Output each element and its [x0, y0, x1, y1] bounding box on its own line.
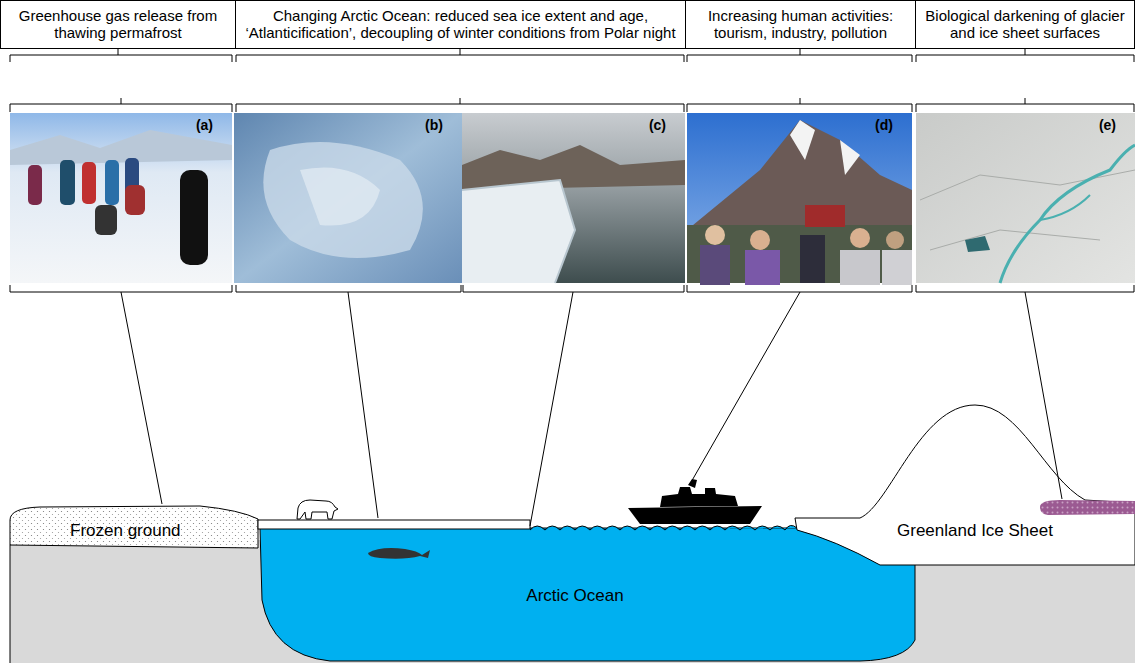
header-text: Biological darkening of glacier and ice … [922, 8, 1128, 41]
ground-part [10, 506, 258, 663]
region-label: Arctic Ocean [526, 586, 623, 606]
brackets-part [916, 48, 1134, 62]
photo-e [916, 113, 1135, 283]
photo-e-part [920, 170, 1135, 250]
photo-b-part [300, 168, 380, 226]
leader-lines-part [530, 292, 573, 526]
photo-b-part [234, 113, 462, 283]
photo-c-part [462, 145, 685, 190]
ocean [258, 520, 915, 661]
panel-letter: (d) [875, 117, 893, 133]
panel-letter: (b) [425, 117, 443, 133]
photo-a-part-part [28, 165, 42, 205]
panel-letter: (e) [1099, 117, 1116, 133]
photo-e-part [916, 113, 1135, 283]
brackets-part [687, 48, 912, 62]
ground [10, 506, 1135, 663]
region-label: Greenland Ice Sheet [897, 521, 1053, 541]
brackets-part [687, 285, 912, 292]
photo-a-part-part [105, 160, 119, 205]
brackets-part [10, 98, 232, 112]
ship [628, 479, 762, 524]
photo-a-part [28, 158, 208, 265]
leader-lines-part [1025, 292, 1062, 499]
photo-d-part [687, 120, 912, 240]
brackets-part [10, 285, 232, 292]
photo-a-part [10, 113, 232, 283]
brackets-part [916, 285, 1134, 292]
ice-sheet-part [795, 405, 1135, 565]
brackets-part [236, 48, 684, 62]
photo-a-part-part [82, 162, 96, 204]
header-box: Greenhouse gas release from thawing perm… [0, 0, 236, 49]
photo-b-part [263, 142, 423, 258]
photo-d-part [790, 120, 860, 175]
leader-lines-part [121, 292, 162, 504]
leader-lines [121, 292, 1062, 526]
photo-d-part-part [750, 230, 770, 250]
photo-d-part-part [886, 231, 904, 249]
ice-sheet [795, 405, 1135, 565]
brackets-part [916, 98, 1134, 112]
photo-d-part-part [705, 225, 725, 245]
leader-lines-part [348, 292, 378, 518]
header-box: Increasing human activities: tourism, in… [685, 0, 916, 49]
photo-e-part [1040, 195, 1090, 220]
photo-c-part [462, 180, 575, 283]
photo-a [10, 113, 232, 283]
leader-lines-part [690, 292, 800, 484]
header-text: Increasing human activities: tourism, in… [692, 8, 909, 41]
photo-b [234, 113, 462, 283]
photo-d [687, 113, 912, 285]
photo-d-part [805, 205, 845, 227]
brackets-part [687, 98, 912, 112]
photo-d-part-part [800, 235, 825, 283]
panel-letter: (c) [649, 117, 666, 133]
photo-a-part-part [125, 185, 145, 215]
header-text: Changing Arctic Ocean: reduced sea ice e… [242, 8, 679, 41]
photo-a-part-part [95, 205, 117, 235]
photo-c-part [462, 113, 685, 283]
ocean-part [530, 525, 797, 530]
ship-part [628, 479, 762, 524]
photo-d-part-part [882, 250, 912, 285]
region-label: Frozen ground [70, 521, 181, 541]
photo-d-part [700, 225, 912, 285]
photo-a-part-part [60, 160, 75, 205]
photo-e-part [1000, 145, 1135, 283]
polar-bear [297, 500, 338, 519]
photo-c [462, 113, 685, 283]
photo-c-part [462, 180, 575, 283]
ground-part [10, 506, 258, 548]
panel-letter: (a) [196, 117, 213, 133]
brackets-part [236, 285, 461, 292]
brackets-part [10, 48, 232, 62]
photo-d-part-part [700, 245, 730, 285]
brackets-part [236, 98, 684, 112]
brackets [10, 48, 1134, 292]
polar-bear-part [297, 500, 338, 519]
photo-d-part-part [840, 250, 880, 285]
whale-part [368, 548, 430, 559]
header-text: Greenhouse gas release from thawing perm… [7, 8, 229, 41]
ocean-part [260, 528, 915, 661]
photo-e-part [965, 236, 990, 252]
photo-a-part-part [180, 170, 208, 265]
ice-sheet-part [1040, 500, 1135, 515]
photo-a-part [10, 130, 232, 165]
ground-part [10, 545, 11, 663]
photo-d-part-part [850, 228, 870, 248]
header-box: Biological darkening of glacier and ice … [915, 0, 1135, 49]
photo-d-part-part [745, 250, 780, 285]
header-box: Changing Arctic Ocean: reduced sea ice e… [235, 0, 686, 49]
whale [368, 548, 430, 559]
brackets-part [463, 285, 684, 292]
ocean-part [258, 520, 530, 529]
